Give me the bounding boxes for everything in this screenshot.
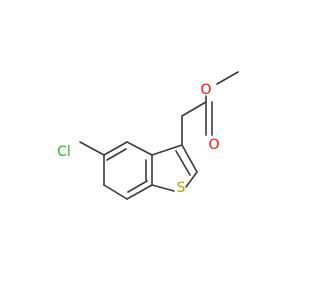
bond-c4-c5 (103, 141, 128, 156)
bond-c7-c7a (126, 184, 153, 200)
bond-c4-c5-double (106, 148, 127, 161)
bond-c6-c7 (103, 184, 128, 200)
bond-layer (79, 71, 239, 200)
chlorine-atom-label: Cl (57, 144, 71, 160)
sulfur-atom-label: S (177, 180, 186, 196)
carbonyl-oxygen-label: O (208, 137, 219, 153)
bond-c5-cl (79, 141, 105, 156)
atom-label-layer: Cl S O O (57, 82, 219, 196)
bond-c3a-c4 (126, 141, 153, 156)
ester-oxygen-label: O (200, 82, 211, 98)
bond-c3-c2 (181, 144, 198, 173)
bond-s-c7a (151, 184, 175, 192)
bond-c2-s (185, 171, 198, 188)
bond-ch2-carbonyl (181, 101, 207, 117)
bond-c7-c7a-double (127, 180, 148, 193)
bond-c3a-c3 (151, 144, 183, 156)
bond-c3-c2-double (175, 150, 191, 176)
molecule-structure: Cl S O O (57, 71, 239, 200)
structure-canvas: Cl S O O (57, 71, 239, 200)
bond-ester-o-methyl (216, 71, 239, 85)
